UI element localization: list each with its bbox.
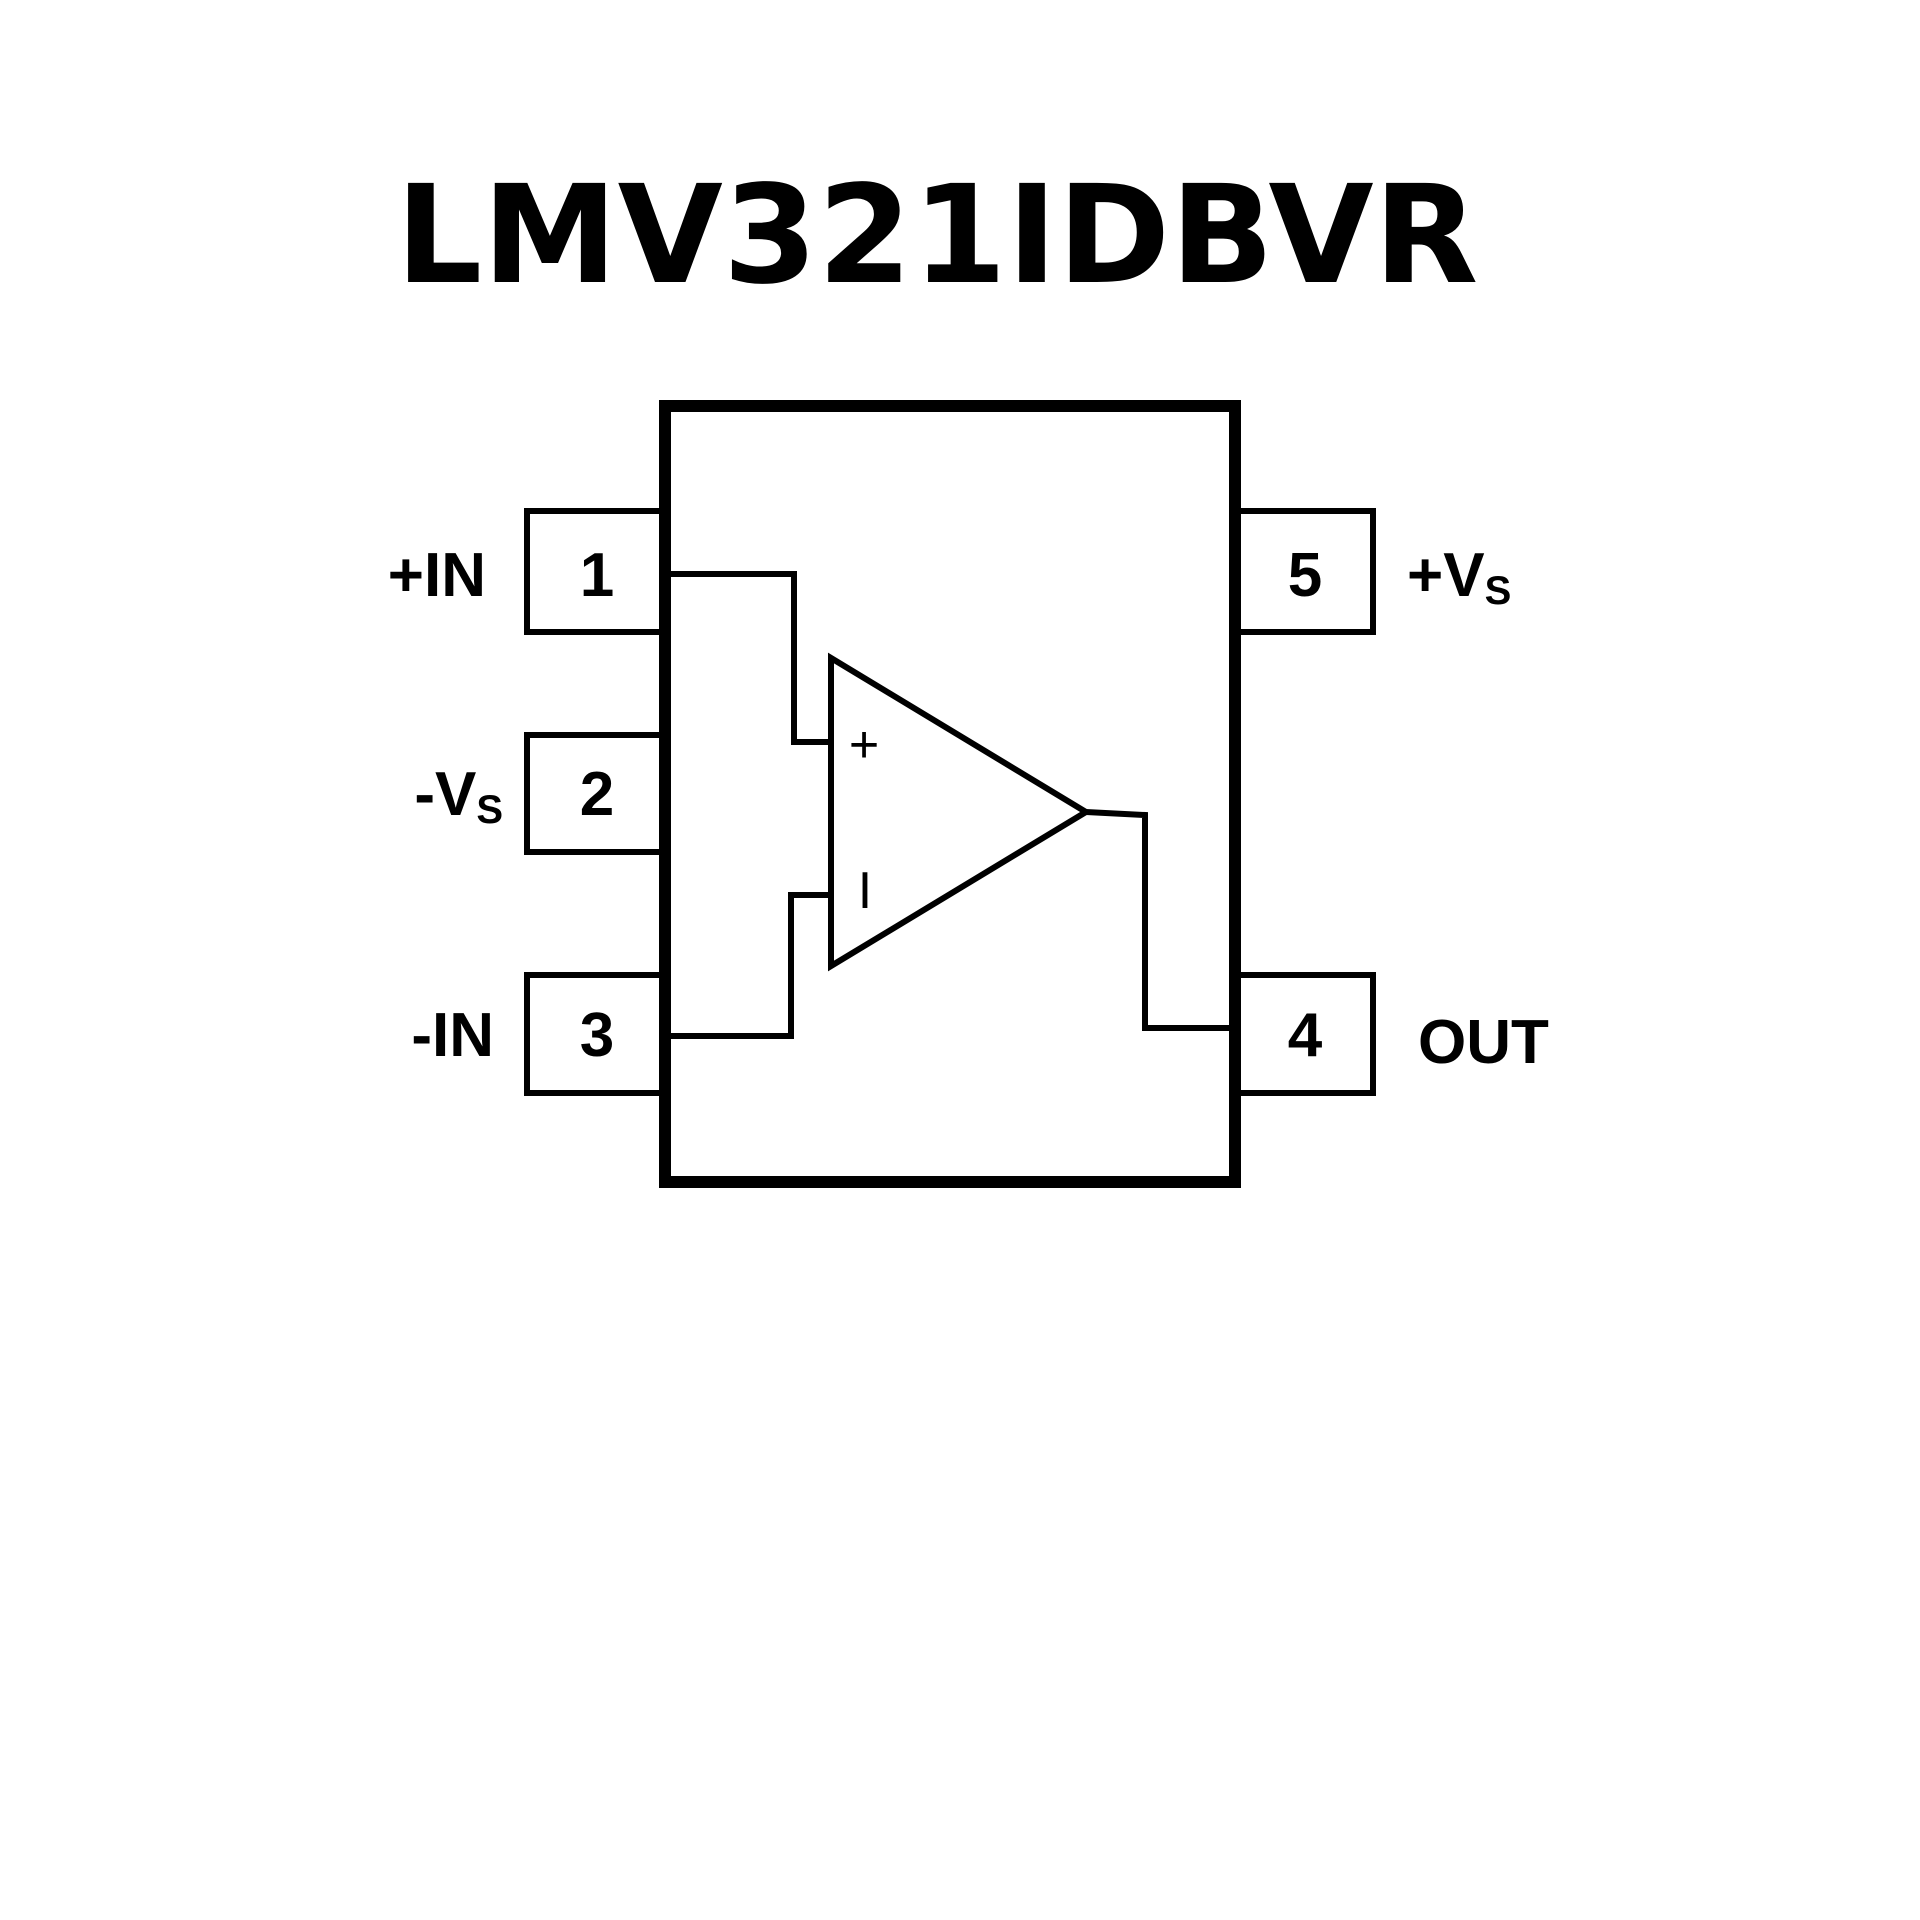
pin-5-label-main: +V: [1407, 541, 1485, 610]
pin-3-pad: [524, 972, 668, 1096]
wire-plus-input: [671, 571, 831, 745]
wire-minus-input: [671, 892, 831, 1039]
wire-output: [1085, 809, 1229, 1031]
pin-5-label: +VS: [1407, 541, 1511, 613]
pin-2-pad: [524, 732, 668, 855]
opamp-minus-sign: I: [858, 862, 872, 920]
pin-2-label: -VS: [414, 760, 503, 832]
pin-1-label: +IN: [388, 541, 486, 610]
pin-3-number: 3: [580, 1001, 614, 1070]
pin-4-label: OUT: [1418, 1008, 1549, 1077]
pin-2-number: 2: [580, 760, 614, 829]
pin-4-number: 4: [1288, 1001, 1323, 1070]
opamp-triangle: [828, 652, 1092, 972]
pin-3-label: -IN: [411, 1001, 494, 1070]
pin-4-pad: [1232, 972, 1376, 1096]
pin-5-number: 5: [1288, 541, 1322, 610]
pin-5-label-sub: S: [1485, 569, 1512, 613]
opamp-plus-sign: +: [849, 716, 879, 774]
part-title: LMV321IDBVR: [396, 157, 1479, 315]
pin-5-pad: [1232, 508, 1376, 635]
pin-2-label-main: -V: [414, 760, 476, 829]
pin-1-number: 1: [580, 541, 614, 610]
package-body: [659, 400, 1241, 1188]
pin-2-label-sub: S: [476, 788, 503, 832]
pin-1-pad: [524, 508, 668, 635]
